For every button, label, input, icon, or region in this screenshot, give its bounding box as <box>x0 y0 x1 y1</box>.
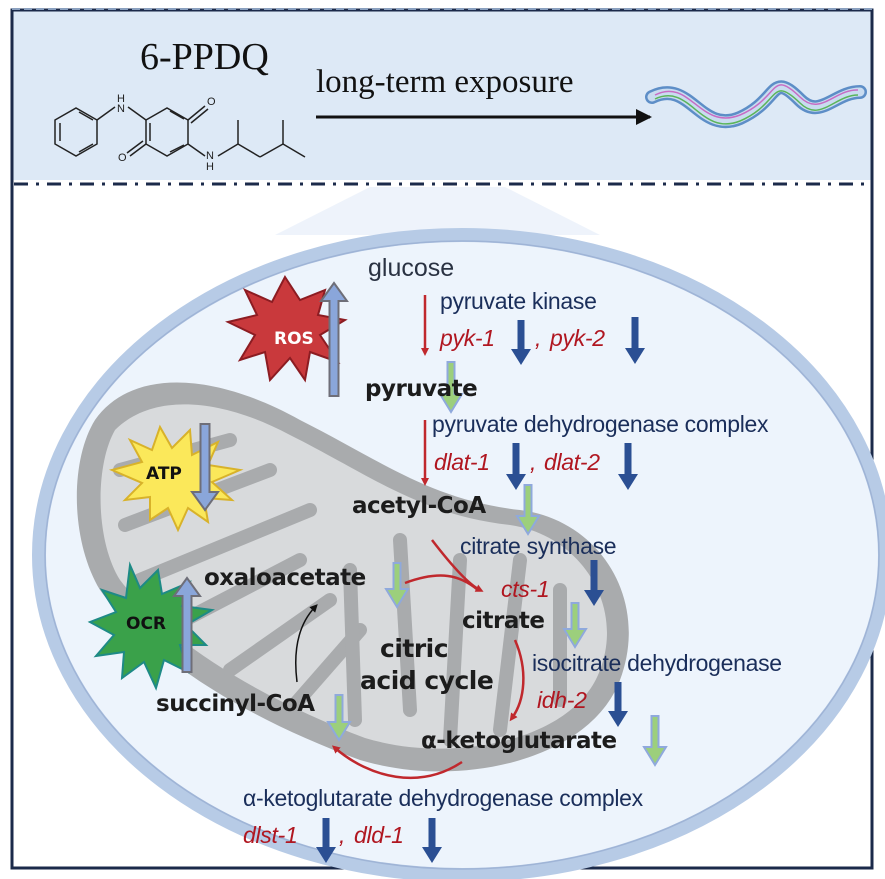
ros-label: ROS <box>274 329 314 349</box>
enzyme-isocitrate-dehydrogenase: isocitrate dehydrogenase <box>532 650 782 676</box>
cycle-label-line2: acid cycle <box>360 666 494 695</box>
enzyme-pyruvate-kinase: pyruvate kinase <box>440 288 597 314</box>
atom-o-top: O <box>207 96 216 108</box>
compound-name: 6-PPDQ <box>140 36 269 78</box>
metabolite-citrate: citrate <box>462 608 545 634</box>
metabolite-succinyl-coa-down-arrow <box>326 694 352 742</box>
gene-dlat-1: dlat-1 <box>434 449 490 475</box>
flow-akg-succinylcoa <box>331 745 463 780</box>
exposure-label: long-term exposure <box>316 64 574 100</box>
gene-idh-2-down-arrow <box>608 682 628 727</box>
cell-membrane-inner-line <box>44 240 880 870</box>
enzyme-akg-dehydrogenase-complex: α-ketoglutarate dehydrogenase complex <box>243 785 643 811</box>
gene-separator-5: , <box>339 822 346 848</box>
gene-dlat-2: dlat-2 <box>544 449 600 475</box>
gene-dld-1: dld-1 <box>354 822 404 848</box>
gene-dlst-1: dlst-1 <box>243 822 298 848</box>
atom-n-top: N <box>117 103 125 115</box>
flow-succinylcoa-oxaloacetate <box>294 604 318 683</box>
atom-h-bottom: H <box>206 161 214 173</box>
metabolite-oxaloacetate: oxaloacetate <box>204 565 366 591</box>
ocr-label: OCR <box>126 614 167 634</box>
metabolite-alpha-ketoglutarate-down-arrow <box>642 715 668 767</box>
gene-pyk-2-down-arrow <box>625 317 645 364</box>
atom-n-bottom: N <box>206 150 214 162</box>
gene-pyk-1: pyk-1 <box>440 325 495 351</box>
ros-up-arrow <box>319 281 349 397</box>
metabolite-alpha-ketoglutarate: α-ketoglutarate <box>421 728 617 754</box>
gene-dlat-1-down-arrow <box>506 443 526 490</box>
cycle-label-line1: citric <box>380 634 449 663</box>
gene-cts-1-down-arrow <box>584 560 604 606</box>
metabolite-pyruvate: pyruvate <box>365 376 478 402</box>
gene-pyk-2: pyk-2 <box>550 325 605 351</box>
c-elegans-worm-icon <box>645 80 867 129</box>
enzyme-citrate-synthase: citrate synthase <box>460 533 617 559</box>
gene-separator-2: , <box>530 449 537 475</box>
gene-pyk-1-down-arrow <box>511 320 531 365</box>
flow-arrows <box>331 295 525 780</box>
metabolite-citrate-down-arrow <box>562 602 588 649</box>
gene-dlst-1-down-arrow <box>316 818 336 863</box>
gene-idh-2: idh-2 <box>537 687 587 713</box>
atp-label: ATP <box>146 464 182 484</box>
enzyme-pyruvate-dehydrogenase-complex: pyruvate dehydrogenase complex <box>432 411 769 437</box>
flow-oxaloacetate-citrate <box>404 574 479 591</box>
ros-starburst <box>225 275 348 383</box>
gene-cts-1: cts-1 <box>501 576 550 602</box>
gene-dld-1-down-arrow <box>422 818 442 863</box>
metabolite-pyruvate-down-arrow <box>438 361 464 414</box>
metabolite-acetyl-coa-down-arrow <box>515 484 541 536</box>
metabolite-oxaloacetate-down-arrow <box>384 562 410 609</box>
ocr-up-arrow <box>172 576 202 673</box>
atp-down-arrow <box>190 423 220 512</box>
metabolite-succinyl-coa: succinyl-CoA <box>156 691 315 717</box>
gene-separator-1: , <box>535 325 542 351</box>
metabolite-glucose: glucose <box>368 254 455 282</box>
gene-dlat-2-down-arrow <box>618 443 638 490</box>
atom-h-top: H <box>117 93 125 105</box>
flow-citrate-akg <box>509 639 525 722</box>
chemical-structure <box>54 105 306 158</box>
atom-o-bottom: O <box>118 152 127 164</box>
header-panel <box>12 10 872 180</box>
metabolite-acetyl-coa: acetyl-CoA <box>352 493 486 519</box>
zoom-funnel <box>275 187 600 235</box>
